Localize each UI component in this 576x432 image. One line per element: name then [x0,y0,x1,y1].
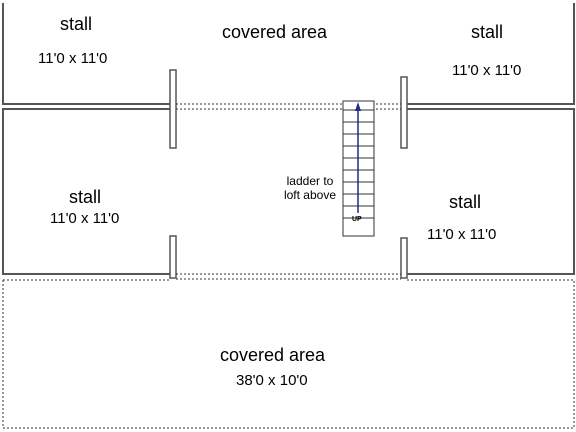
stall-bottom-right-label: stall [449,192,482,212]
stall-bottom-left-size: 11'0 x 11'0 [50,210,120,227]
stall-top-right-walls [405,3,575,105]
door-jamb-right-upper [400,76,408,149]
ladder-up-arrowhead [355,102,361,111]
door-jamb-right-lower [400,237,408,279]
stall-bottom-right-walls [405,108,575,275]
door-jamb-left-upper [169,69,177,149]
ladder-label-line2: loft above [283,188,337,202]
stall-top-right-label: stall [471,22,504,42]
covered-area-bottom-outline [2,280,575,429]
stall-top-left-label: stall [60,14,93,34]
stall-top-left-size: 11'0 x 11'0 [38,50,108,67]
ladder-up-label: UP [352,216,362,223]
ladder-label: ladder to loft above [279,174,341,202]
stall-bottom-right-size: 11'0 x 11'0 [427,226,497,243]
aisle-dotted-lines [176,103,401,280]
stall-top-left-walls [2,3,170,105]
covered-area-bottom-label: covered area [220,345,326,365]
door-jamb-left-lower [169,235,177,279]
ladder [342,100,375,237]
covered-area-top-label: covered area [222,22,328,42]
stall-bottom-left-walls [2,108,170,275]
ladder-label-line1: ladder to [286,174,334,188]
covered-area-bottom-size: 38'0 x 10'0 [236,372,308,389]
stall-top-right-size: 11'0 x 11'0 [452,62,522,79]
stall-bottom-left-label: stall [69,187,102,207]
